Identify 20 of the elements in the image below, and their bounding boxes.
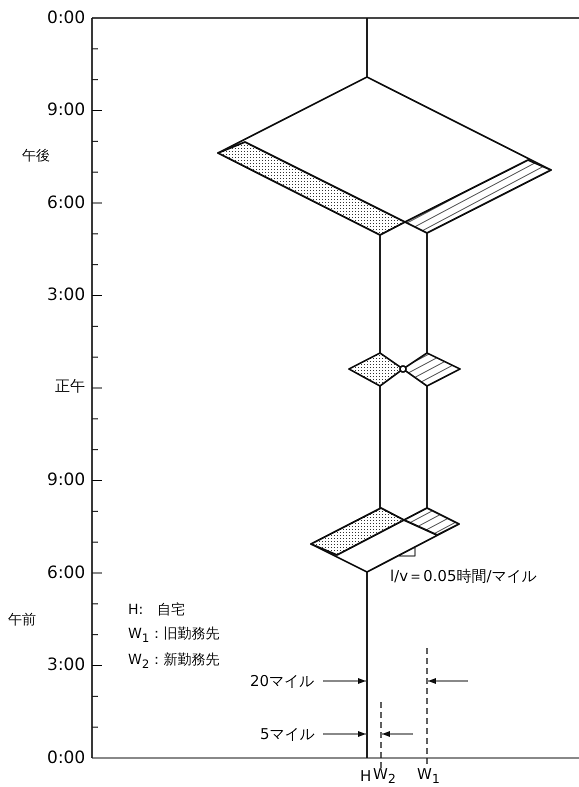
location-label: W$_{2}$: [373, 764, 396, 787]
tick-label: 0:00: [47, 9, 86, 27]
annotation-text: l/v＝0.05時間/マイル: [390, 567, 537, 585]
tick-label: 0:00: [47, 749, 86, 767]
dimension-label: 20マイル: [250, 672, 314, 690]
location-label: H: [360, 767, 372, 785]
tick-label: 正午: [55, 377, 85, 395]
location-label: W$_{1}$: [417, 764, 440, 787]
tick-label: 3:00: [47, 656, 86, 674]
legend-text: W$_{2}$：新勤務先: [128, 651, 220, 673]
tick-label: 9:00: [47, 471, 86, 489]
axis-label: 午後: [22, 147, 50, 165]
tick-label: 3:00: [47, 286, 86, 304]
axis-label: 午前: [8, 611, 36, 629]
tick-label: 6:00: [47, 564, 86, 582]
tick-label: 9:00: [47, 101, 86, 119]
legend-text: H: 自宅: [128, 601, 186, 619]
tick-label: 6:00: [47, 194, 86, 212]
legend-text: W$_{1}$：旧勤務先: [128, 625, 220, 647]
dimension-label: 5マイル: [260, 725, 315, 743]
